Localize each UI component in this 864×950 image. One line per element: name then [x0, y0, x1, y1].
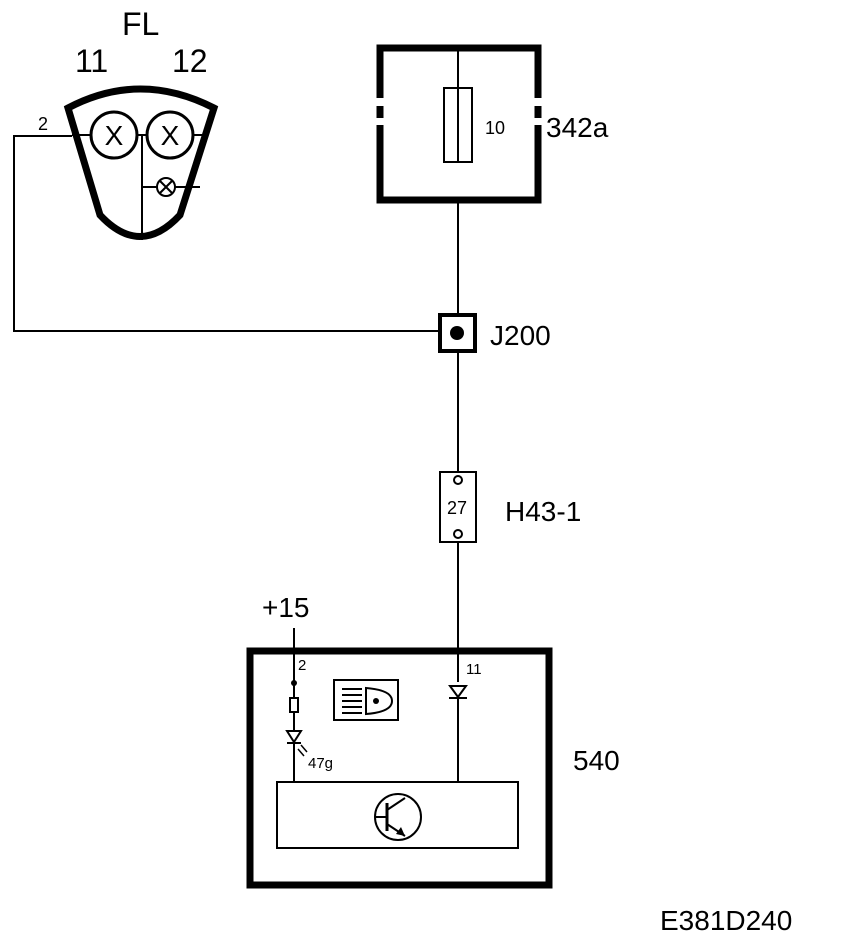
wire-headlamp-to-j200 — [13, 135, 440, 332]
bulb-icon: X — [145, 110, 195, 160]
connector-name: H43-1 — [505, 496, 581, 527]
bulb-icon: X — [89, 110, 139, 160]
headlamp-symbol-icon — [333, 679, 399, 721]
module-name: 540 — [573, 745, 620, 776]
headlamp-fl: FL 11 12 X X 2 — [38, 6, 219, 240]
junction-j200: J200 — [438, 313, 551, 353]
headlamp-bulb-left-label: 11 — [75, 43, 108, 79]
resistor-icon — [289, 697, 299, 713]
connector-pin-top — [453, 475, 463, 485]
connector-pin: 27 — [447, 498, 467, 518]
led-icon — [285, 730, 308, 757]
lamp-icon — [156, 177, 176, 197]
supply-label: +15 — [262, 592, 310, 623]
splice-dot — [450, 326, 464, 340]
headlamp-name: FL — [122, 6, 159, 42]
headlamp-bulb-right-label: 12 — [172, 43, 208, 79]
output-pin: 11 — [466, 661, 482, 678]
control-module-540: 540 +15 2 47g 11 — [246, 592, 620, 889]
connector-pin-bottom — [453, 529, 463, 539]
transistor-icon — [374, 793, 422, 841]
led-label: 47g — [308, 755, 333, 772]
fuse-box-name: 342a — [546, 112, 609, 143]
fuse-number: 10 — [485, 118, 505, 138]
headlamp-pin-label: 2 — [38, 114, 48, 134]
bulb-right-symbol: X — [161, 120, 180, 151]
headlamp-housing — [63, 85, 219, 240]
fuse-box: 10 342a — [376, 44, 609, 204]
supply-node — [291, 680, 297, 686]
bulb-left-symbol: X — [105, 120, 124, 151]
diode-icon — [448, 685, 468, 699]
connector-h43: 27 H43-1 — [439, 471, 581, 543]
junction-name: J200 — [490, 320, 551, 351]
diagram-id: E381D240 — [660, 905, 792, 936]
supply-pin: 2 — [298, 657, 306, 674]
module-outline — [246, 647, 553, 889]
